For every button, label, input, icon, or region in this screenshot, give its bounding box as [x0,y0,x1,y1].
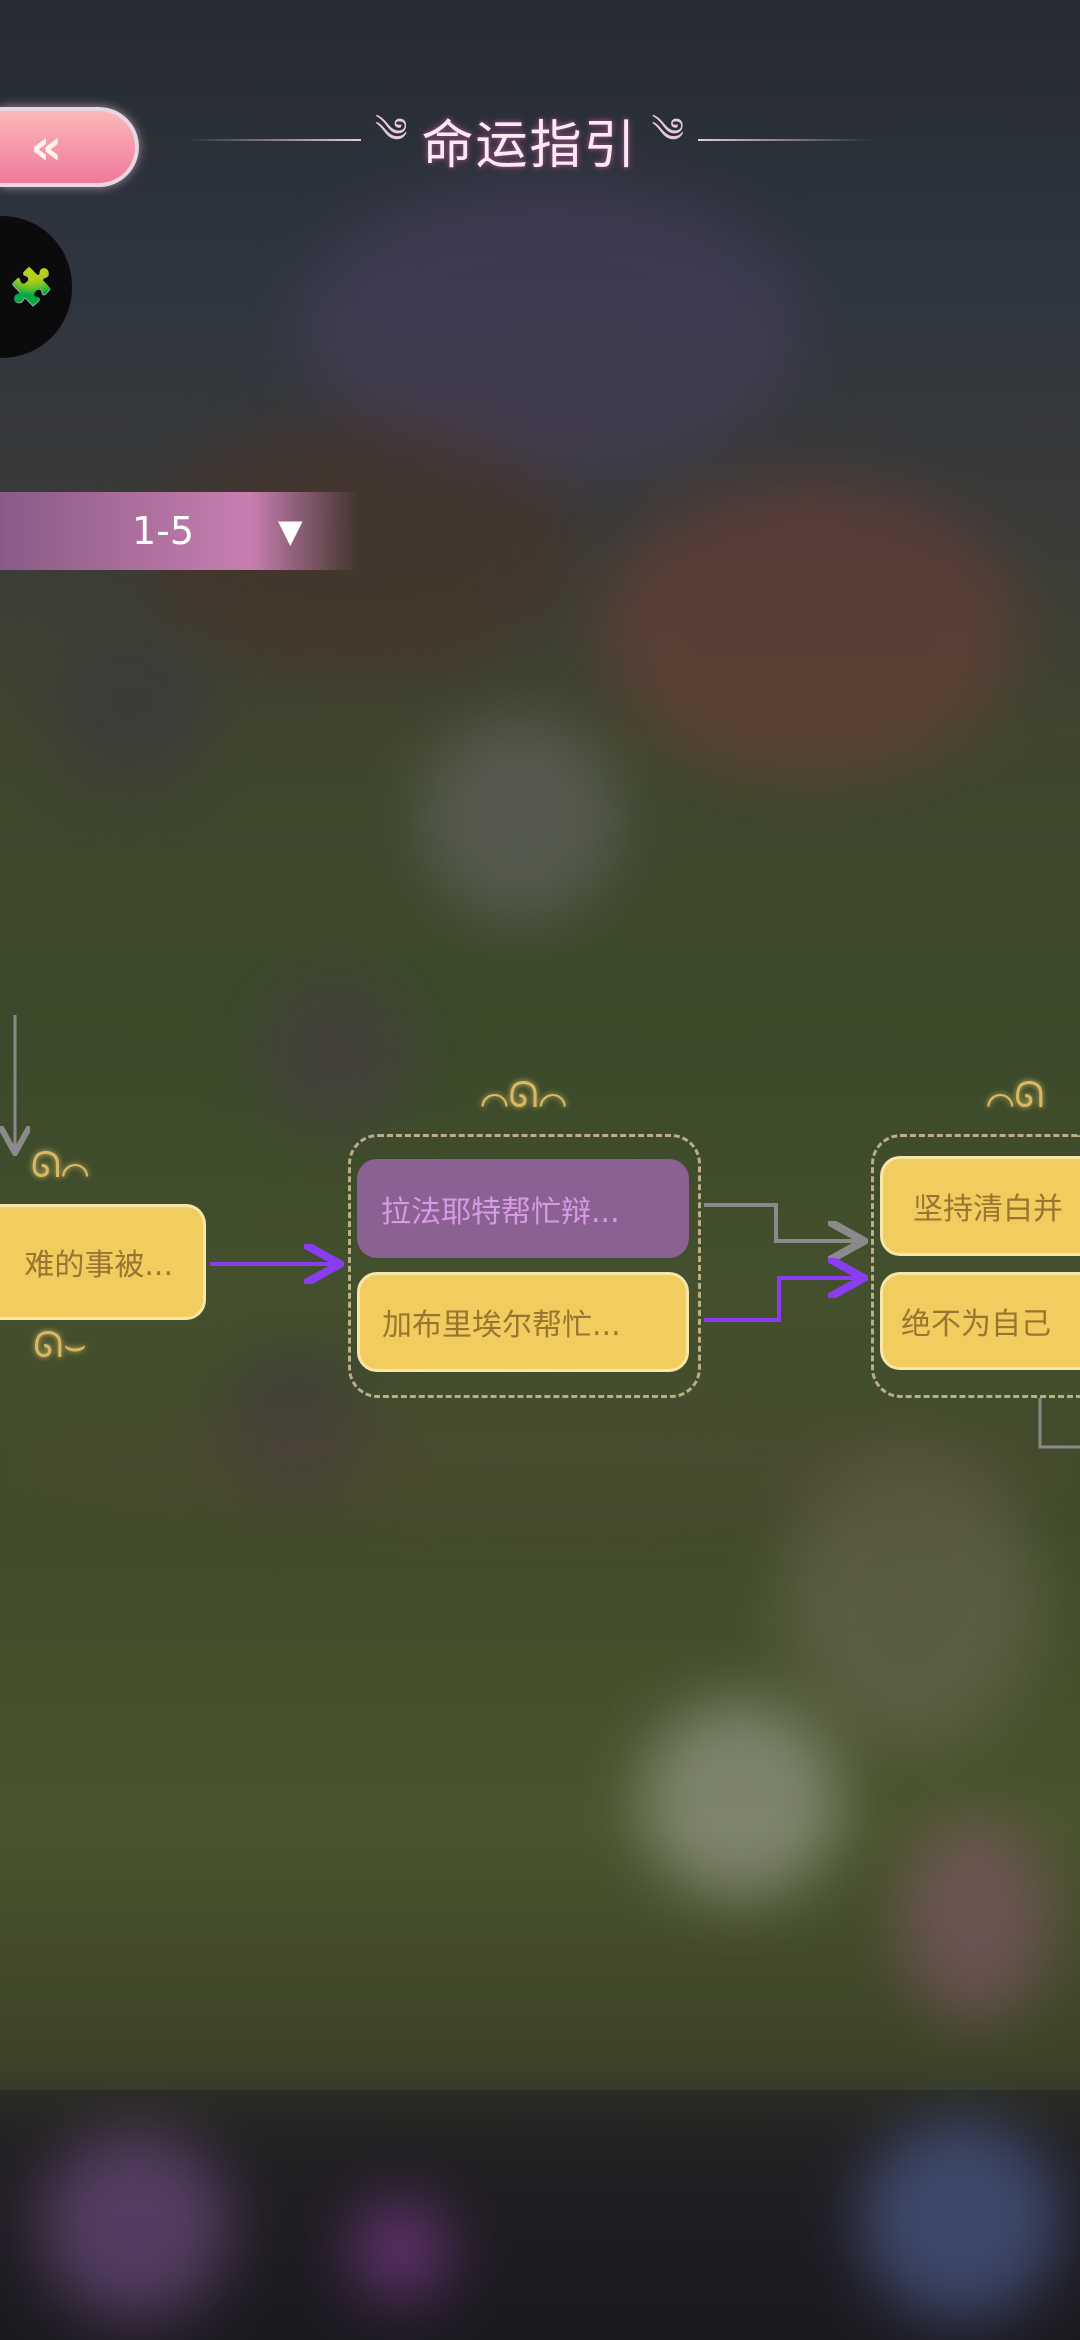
choice-card-selected[interactable]: 拉法耶特帮忙辩... [357,1159,689,1258]
chapter-filter-value: 1-5 [132,509,195,553]
ornament-icon: ⌒ᘏ⌒ [480,1075,567,1116]
inactive-path-arrow [704,1203,860,1241]
swirl-ornament-icon: ༄ [651,111,684,151]
ornament-icon: ᘏ⌣ [33,1325,87,1366]
choice-card[interactable]: 加布里埃尔帮忙... [357,1272,689,1372]
active-path-arrow [704,1278,860,1322]
divider [186,139,362,141]
back-button[interactable]: « [0,107,139,187]
choice-group-middle [348,1134,701,1398]
character-avatar[interactable] [860,2120,1060,2320]
swirl-ornament-icon: ༄ [375,111,408,151]
bottom-bar [0,2090,1080,2340]
triangle-down-icon: ▼ [278,512,303,550]
puzzle-icon: 🧩 [9,267,54,308]
choice-text: 坚持清白并 [913,1192,1063,1227]
choice-group-right [871,1134,1080,1398]
story-node-left[interactable]: 难的事被... [0,1204,206,1320]
choice-text: 拉法耶特帮忙辩... [381,1194,620,1230]
chapter-filter-dropdown[interactable]: 1-5 ▼ [0,492,358,570]
bottom-center-button[interactable] [350,2200,450,2300]
story-node-text: 难的事被... [24,1248,173,1283]
page-title: 命运指引 [421,115,638,176]
choice-card[interactable]: 坚持清白并 [880,1156,1080,1256]
double-chevron-left-icon: « [30,118,63,176]
ornament-icon: ᘏ⌒ [30,1145,90,1186]
ornament-icon: ⌒ᘏ [985,1075,1045,1116]
divider [698,139,874,141]
choice-text: 加布里埃尔帮忙... [382,1308,621,1343]
inactive-path-line [1038,1398,1080,1449]
page-header: ༄ 命运指引 ༄ [186,105,874,176]
choice-card[interactable]: 绝不为自己 [880,1272,1080,1370]
bottom-left-button[interactable] [40,2130,230,2320]
choice-text: 绝不为自己 [901,1307,1051,1342]
